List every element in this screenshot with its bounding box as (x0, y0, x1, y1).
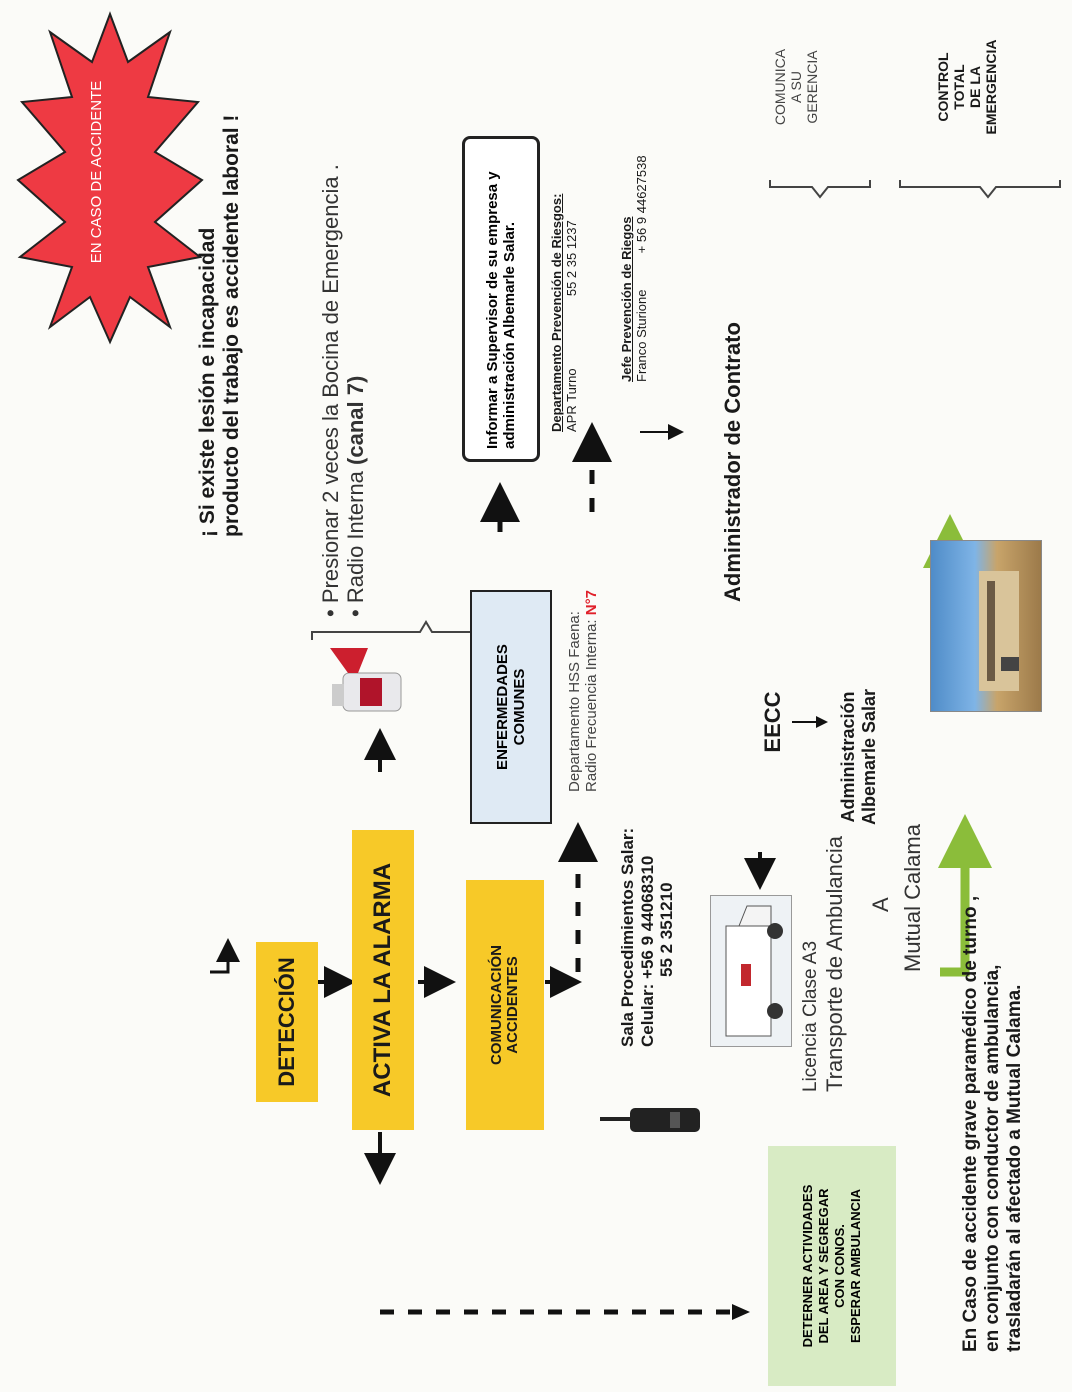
hss-line1: Departamento HSS Faena: (566, 611, 583, 792)
control-total: CONTROL TOTAL DE LA EMERGENCIA (935, 7, 999, 167)
jefe-row: Franco Sturione + 56 9 44627538 (633, 155, 649, 382)
bracket-gerencia (769, 180, 871, 199)
gerencia-line1: COMUNICA (772, 48, 788, 126)
alarm-step-1: • Presionar 2 veces la Bocina de Emergen… (318, 164, 343, 617)
riesgos-dept-title: Departamento Prevención de Riesgos: (549, 193, 564, 432)
detener-line1: DETERNER ACTIVIDADES (799, 1184, 815, 1348)
gerencia-line2: A SU (788, 71, 805, 103)
detener-actividades-box: DETERNER ACTIVIDADES DEL AREA Y SEGREGAR… (768, 1146, 896, 1386)
comunicacion-line1: COMUNICACIÓN (488, 945, 506, 1065)
enfermedades-comunes-box: ENFERMEDADES COMUNES (470, 590, 552, 824)
ambulancia-destino: Mutual Calama (900, 824, 925, 972)
riesgos-dept: Departamento Prevención de Riesgos: APR … (549, 142, 580, 432)
admin-albemarle: Administración Albemarle Salar (838, 627, 879, 887)
accidente-grave-note: En Caso de accidente grave paramédico de… (960, 792, 1026, 1352)
grave-line2: en conjunto con conductor de ambulancia, (981, 964, 1003, 1352)
arrow-eecc-albemarle (792, 716, 828, 728)
green-arrow-to-mutual (938, 814, 992, 977)
deteccion-box: DETECCIÓN (256, 942, 318, 1102)
comunica-gerencia: COMUNICA A SU GERENCIA (772, 7, 820, 167)
alarm-step-2: • Radio Interna (canal 7) (343, 375, 369, 617)
detener-line3: CON CONOS. (832, 1224, 847, 1308)
grave-line3: trasladarán al afectado a Mutual Calama. (1003, 984, 1025, 1352)
informar-supervisor-box: Informar a Supervisor de su empresa y ad… (462, 136, 540, 462)
sala-celular: Celular: +56 9 44068310 (637, 855, 657, 1047)
enfermedades-line1: ENFERMEDADES (494, 644, 511, 770)
enfermedades-line2: COMUNES (511, 668, 528, 746)
sala-procedimientos: Sala Procedimientos Salar: Celular: +56 … (618, 567, 677, 1047)
jefe-title: Jefe Prevención de Riegos (619, 216, 634, 382)
admin-eecc: EECC (760, 691, 785, 753)
gerencia-line3: GERENCIA (804, 50, 821, 124)
control-line4: EMERGENCIA (983, 39, 1000, 135)
hss-info: Departamento HSS Faena: Radio Frecuencia… (566, 472, 601, 792)
starburst-shape (16, 11, 204, 345)
sala-title: Sala Procedimientos Salar: (618, 827, 637, 1047)
ambulance-icon (710, 895, 792, 1047)
starburst-label: EN CASO DE ACCIDENTE (88, 80, 105, 264)
admin-contrato-line1: Administrador de Contrato (720, 322, 745, 602)
apr-row: APR Turno 55 2 35 1237 (563, 220, 579, 432)
albemarle-building-photo (930, 540, 1042, 712)
control-line1: CONTROL (935, 52, 951, 122)
ambulancia-licencia: Licencia Clase A3 (800, 940, 821, 1092)
horn-icon (318, 636, 414, 726)
sala-fijo: 55 2 351210 (657, 882, 677, 977)
administrador-contrato: Administrador de Contrato (720, 162, 745, 602)
activa-alarma-box: ACTIVA LA ALARMA (352, 830, 414, 1130)
lesion-note: ¡ Si existe lesión e incapacidad product… (196, 17, 244, 537)
grave-line1: En Caso de accidente grave paramédico de… (960, 895, 981, 1352)
detener-line4: ESPERAR AMBULANCIA (848, 1188, 864, 1344)
control-line3: DE LA (967, 66, 984, 108)
hss-line2: Radio Frecuencia Interna: N°7 (583, 590, 601, 792)
lesion-note-line2: producto del trabajo es accidente labora… (220, 114, 244, 537)
alarm-steps: • Presionar 2 veces la Bocina de Emergen… (318, 57, 369, 617)
dashed-arrow-to-detener (380, 1304, 750, 1320)
comunicacion-accidentes-box: COMUNICACIÓN ACCIDENTES (466, 880, 544, 1130)
informar-line2: administración Albemarle Salar. (501, 221, 518, 449)
albemarle-line1: Administración (838, 691, 858, 823)
detener-line2: DEL AREA Y SEGREGAR (815, 1188, 831, 1344)
arrow-start-to-detection (210, 938, 240, 974)
comunicacion-line2: ACCIDENTES (504, 956, 521, 1054)
control-line2: TOTAL (951, 64, 968, 110)
jefe-riesgos: Jefe Prevención de Riegos Franco Sturion… (619, 92, 650, 382)
albemarle-line2: Albemarle Salar (858, 688, 879, 826)
lesion-note-line1: ¡ Si existe lesión e incapacidad (196, 227, 219, 537)
bracket-control (899, 180, 1061, 199)
informar-line1: Informar a Supervisor de su empresa y (484, 171, 501, 449)
radio-icon (600, 1077, 720, 1167)
